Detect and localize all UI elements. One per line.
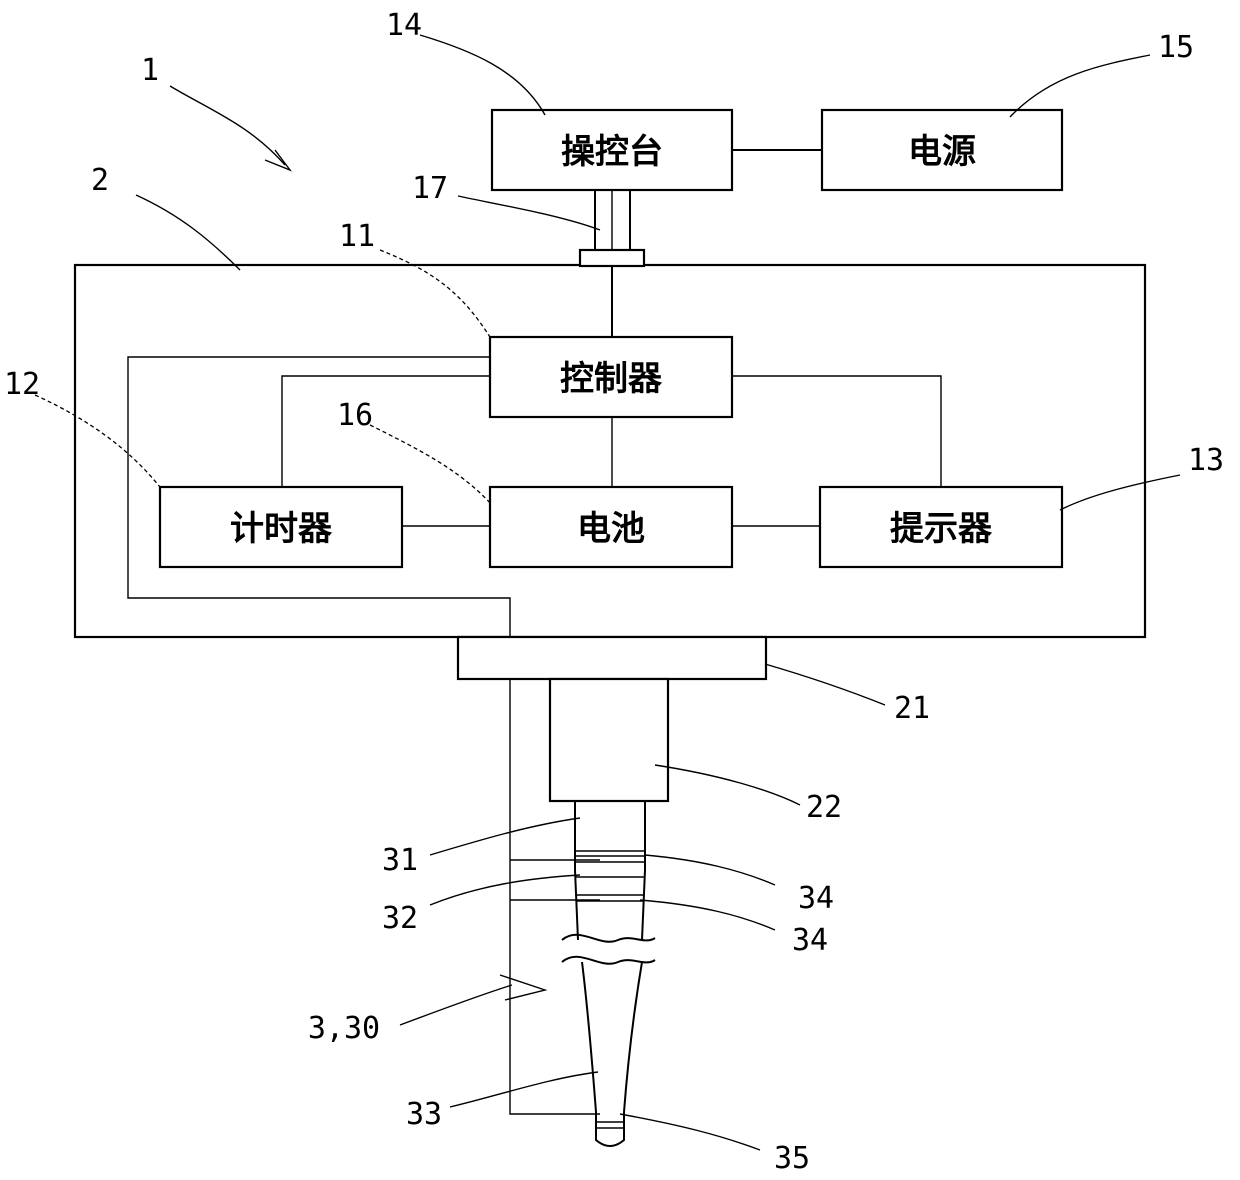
- connector-17: [580, 190, 644, 266]
- indicator-label: 提示器: [890, 509, 993, 549]
- indicator-box: 提示器: [820, 487, 1062, 567]
- console-label: 操控台: [561, 132, 663, 172]
- console-box: 操控台: [492, 110, 732, 190]
- controller-box: 控制器: [490, 337, 732, 417]
- timer-box: 计时器: [160, 487, 402, 567]
- ref-15: 15: [1158, 30, 1194, 65]
- mount-21: [458, 637, 766, 679]
- ref-35: 35: [774, 1141, 810, 1176]
- power-supply-box: 电源: [822, 110, 1062, 190]
- ref-12: 12: [4, 367, 40, 402]
- probe-assembly: [510, 801, 655, 1146]
- handle-22: [550, 679, 668, 801]
- ref-22: 22: [806, 790, 842, 825]
- ref-3-30: 3,30: [308, 1011, 380, 1046]
- timer-label: 计时器: [230, 509, 333, 549]
- battery-box: 电池: [490, 487, 732, 567]
- ref-34a: 34: [798, 881, 834, 916]
- ref-33: 33: [406, 1097, 442, 1132]
- ref-14: 14: [386, 8, 422, 43]
- controller-label: 控制器: [560, 359, 663, 399]
- ref-13: 13: [1188, 443, 1224, 478]
- ref-32: 32: [382, 901, 418, 936]
- ref-21: 21: [894, 691, 930, 726]
- battery-label: 电池: [577, 509, 645, 549]
- ref-16: 16: [337, 398, 373, 433]
- ref-2: 2: [91, 163, 109, 198]
- housing-outline: [75, 265, 1145, 637]
- ref-31: 31: [382, 843, 418, 878]
- power-supply-label: 电源: [908, 132, 976, 172]
- ref-1: 1: [141, 53, 159, 88]
- ref-34b: 34: [792, 923, 828, 958]
- ref-17: 17: [412, 171, 448, 206]
- ref-11: 11: [339, 219, 375, 254]
